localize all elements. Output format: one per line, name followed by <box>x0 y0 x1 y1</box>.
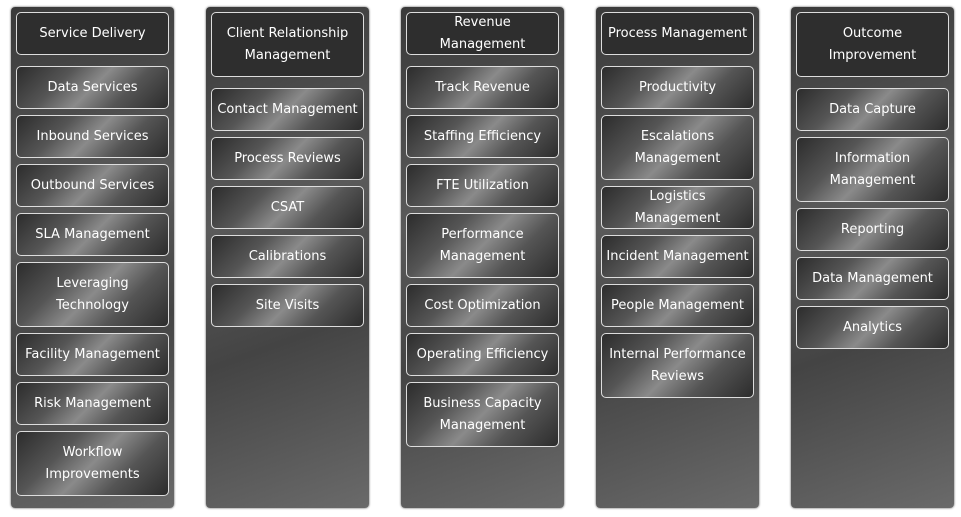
column-item: Data Capture <box>796 88 949 131</box>
column-item: Track Revenue <box>406 66 559 109</box>
column-item: Contact Management <box>211 88 364 131</box>
column-item: Operating Efficiency <box>406 333 559 376</box>
column-item: Outbound Services <box>16 164 169 207</box>
column-item: Calibrations <box>211 235 364 278</box>
column-item: FTE Utilization <box>406 164 559 207</box>
column-item: Data Services <box>16 66 169 109</box>
column-item: Escalations Management <box>601 115 754 180</box>
column-item: Cost Optimization <box>406 284 559 327</box>
column-item: CSAT <box>211 186 364 229</box>
column-item: Data Management <box>796 257 949 300</box>
column-item: Logistics Management <box>601 186 754 229</box>
column-item: Site Visits <box>211 284 364 327</box>
column-item: Staffing Efficiency <box>406 115 559 158</box>
column-header: Client Relationship Management <box>211 12 364 77</box>
column-header: Revenue Management <box>406 12 559 55</box>
column-item: Reporting <box>796 208 949 251</box>
column-item: Performance Management <box>406 213 559 278</box>
column-item: Incident Management <box>601 235 754 278</box>
column-item: Analytics <box>796 306 949 349</box>
column-item: Process Reviews <box>211 137 364 180</box>
column-header: Service Delivery <box>16 12 169 55</box>
column-item: People Management <box>601 284 754 327</box>
column-item: Information Management <box>796 137 949 202</box>
column-item: Leveraging Technology <box>16 262 169 327</box>
column-header: Outcome Improvement <box>796 12 949 77</box>
column-item: Internal Performance Reviews <box>601 333 754 398</box>
column-item: Productivity <box>601 66 754 109</box>
column-item: SLA Management <box>16 213 169 256</box>
column-item: Facility Management <box>16 333 169 376</box>
column-item: Inbound Services <box>16 115 169 158</box>
column-item: Risk Management <box>16 382 169 425</box>
column-item: Workflow Improvements <box>16 431 169 496</box>
column-header: Process Management <box>601 12 754 55</box>
column-item: Business Capacity Management <box>406 382 559 447</box>
